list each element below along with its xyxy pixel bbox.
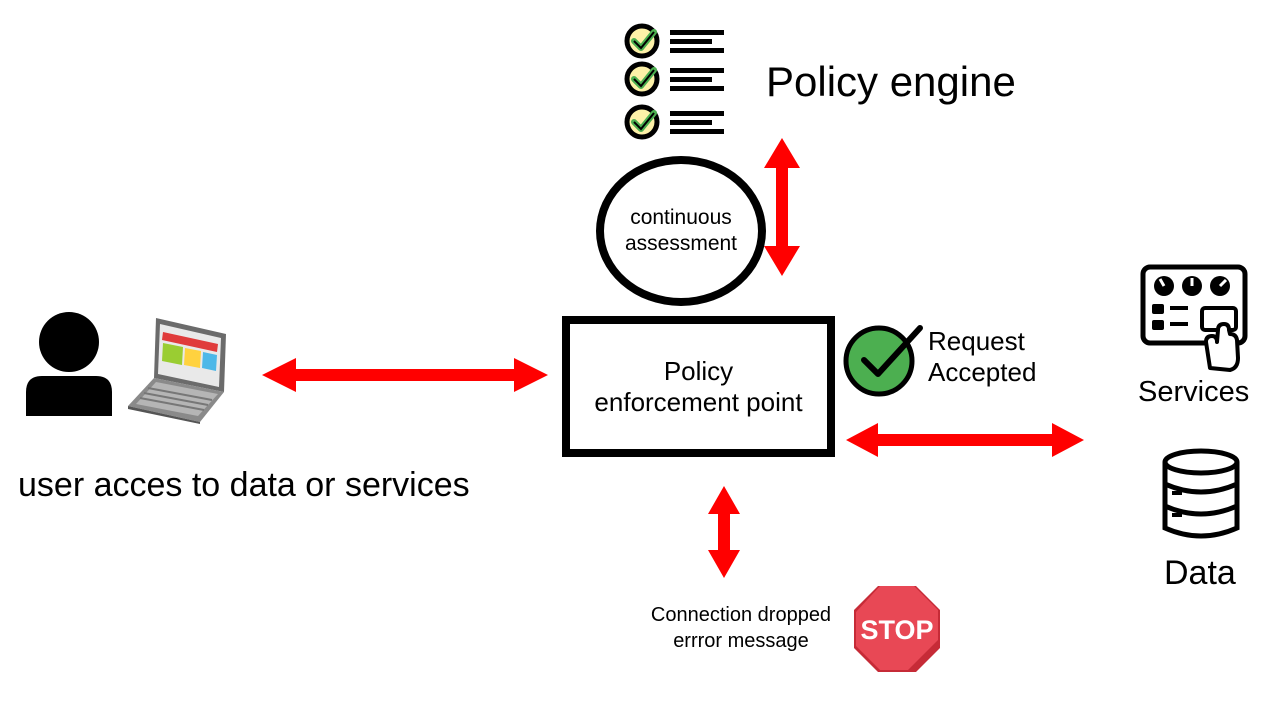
request-accepted-label: Request Accepted: [928, 326, 1036, 388]
pep-line-2: enforcement point: [594, 386, 803, 417]
arrow-pep-resources: [846, 423, 1084, 457]
arrow-user-pep: [262, 358, 548, 392]
check-circle-icon: [843, 325, 923, 397]
policy-enforcement-point-node: Policy enforcement point: [562, 316, 835, 457]
request-line-2: Accepted: [928, 357, 1037, 387]
database-icon: [1162, 448, 1240, 539]
data-label: Data: [1164, 554, 1236, 592]
request-line-1: Request: [928, 326, 1025, 356]
continuous-assessment-node: continuous assessment: [596, 156, 766, 306]
assessment-line-1: continuous: [630, 206, 732, 229]
stop-sign-text: STOP: [860, 615, 933, 645]
policy-engine-title: Policy engine: [766, 58, 1016, 105]
checklist-icon: [624, 23, 724, 140]
dropped-line-1: Connection dropped: [650, 604, 832, 626]
arrow-policy-engine: [764, 138, 800, 276]
arrow-pep-dropped: [708, 486, 740, 578]
assessment-line-2: assessment: [624, 232, 738, 255]
checklist-row-1: [624, 23, 724, 59]
pep-line-1: Policy: [663, 355, 734, 386]
user-icon: [26, 312, 112, 416]
connection-dropped-label: Connection dropped errror message: [640, 602, 842, 654]
checklist-row-3: [624, 104, 724, 140]
stop-sign-icon: STOP: [854, 586, 940, 672]
user-caption: user acces to data or services: [18, 466, 470, 504]
dashboard-icon: [1140, 264, 1248, 372]
services-label: Services: [1138, 376, 1250, 408]
dropped-line-2: errror message: [673, 630, 809, 652]
laptop-icon: [128, 318, 226, 424]
checklist-row-2: [624, 61, 724, 97]
